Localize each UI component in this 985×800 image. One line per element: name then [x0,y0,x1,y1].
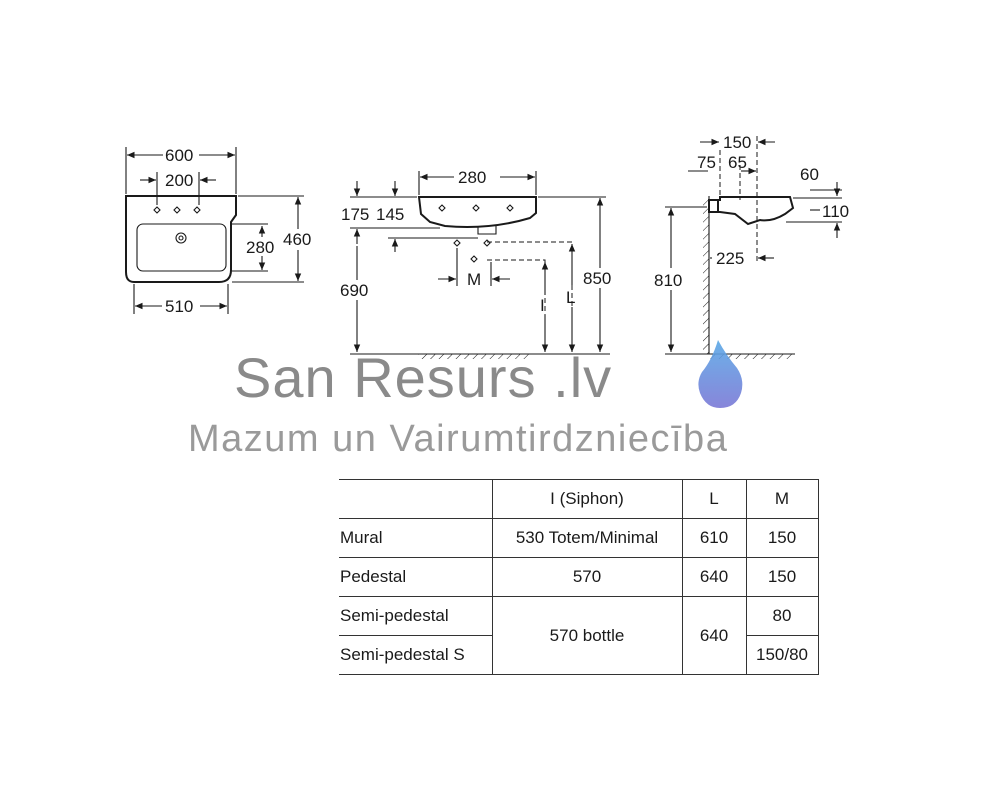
dim-75: 75 [697,153,716,172]
dim-225: 225 [716,249,744,268]
dim-110: 110 [822,202,849,221]
brand-tagline: Mazum un Vairumtirdzniecība [188,418,729,460]
table-corner [339,479,493,519]
dim-600: 600 [165,146,193,165]
cell-m: 150 [745,557,819,597]
basin-front-outline [417,196,537,228]
dim-150: 150 [723,133,751,152]
cell-m: 150/80 [745,635,819,675]
header-siphon: I (Siphon) [491,479,683,519]
cell-i: 570 bottle [491,596,683,675]
siphon-path [487,241,573,352]
cell-l: 610 [681,518,747,558]
table-row: Pedestal 570 640 150 [339,557,819,597]
wall-hatch [703,198,709,354]
tap-holes [153,206,201,214]
table-row: Mural 530 Totem/Minimal 610 150 [339,518,819,558]
row-label: Semi-pedestal S [339,635,493,675]
row-label: Semi-pedestal [339,596,493,636]
spec-table: I (Siphon) L M Mural 530 Totem/Minimal 6… [339,479,819,675]
dim-l: L [566,288,575,307]
dim-200: 200 [165,171,193,190]
dim-460: 460 [283,230,311,249]
drain-icon [175,232,187,244]
dim-280-front: 280 [458,168,486,187]
dim-810: 810 [654,271,682,290]
basin-top-outline [125,195,237,283]
dim-i: I [540,296,545,315]
top-view: 600 200 280 460 510 [125,146,311,316]
row-label: Mural [339,518,493,558]
basin-bowl [136,223,227,272]
front-view: 280 175 145 690 850 M L [340,168,611,359]
cell-l: 640 [681,557,747,597]
brand-name: San Resurs .lv [234,346,613,409]
table-row: Semi-pedestal 570 bottle 640 80 [339,596,819,675]
technical-drawing: 600 200 280 460 510 280 [125,133,849,408]
header-l: L [681,479,747,519]
table-header-row: I (Siphon) L M [339,479,819,519]
cell-m: 80 [745,596,819,636]
floor-hatch [418,354,530,359]
dim-280-bowl: 280 [246,238,274,257]
side-view: 150 75 65 60 110 225 810 [654,133,849,359]
dim-60: 60 [800,165,819,184]
dim-690: 690 [340,281,368,300]
basin-side-outline [708,196,795,226]
header-m: M [745,479,819,519]
dim-510: 510 [165,297,193,316]
dim-145: 145 [376,205,404,224]
cell-i: 530 Totem/Minimal [491,518,683,558]
water-drop-icon [698,340,743,408]
row-label: Pedestal [339,557,493,597]
cell-m: 150 [745,518,819,558]
table-row: Semi-pedestal S 150/80 [339,635,819,675]
dim-m: M [467,270,481,289]
cell-i: 570 [491,557,683,597]
dim-850: 850 [583,269,611,288]
dim-175: 175 [341,205,369,224]
cell-l: 640 [681,596,747,675]
dim-65: 65 [728,153,747,172]
